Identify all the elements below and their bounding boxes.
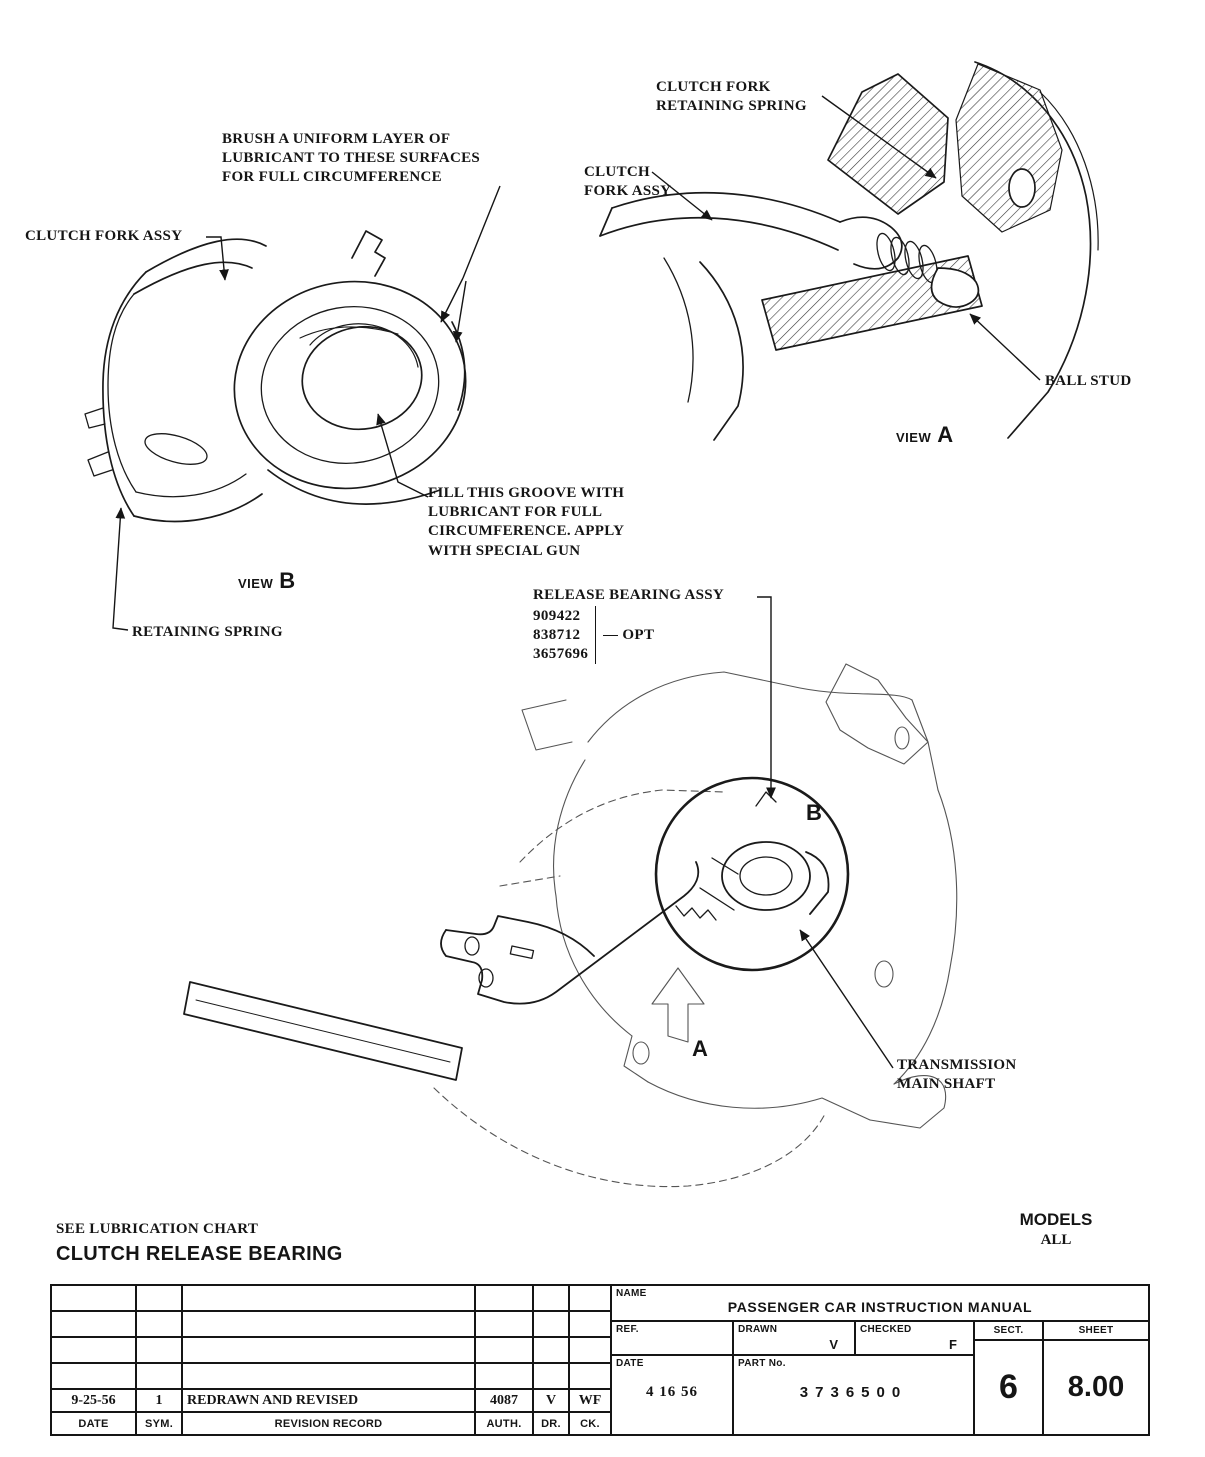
sheet-label: SHEET [1044,1322,1148,1341]
revision-entry-row: 9-25-56 1 REDRAWN AND REVISED 4087 V WF [52,1390,610,1413]
header-auth: AUTH. [476,1413,534,1434]
see-lubrication-chart-note: SEE LUBRICATION CHART [56,1221,259,1237]
detail-marker-a: A [692,1036,708,1061]
view-letter: B [279,568,296,593]
view-a-caption: VIEW A [896,422,953,448]
page-title: CLUTCH RELEASE BEARING [56,1243,343,1265]
fill-groove-note: FILL THIS GROOVE WITH LUBRICANT FOR FULL… [428,485,625,559]
revision-record-table: 9-25-56 1 REDRAWN AND REVISED 4087 V WF … [52,1286,612,1434]
detail-marker-b: B [806,800,822,825]
drawn-cell: DRAWN V [734,1322,856,1354]
view-word: VIEW [896,430,932,445]
checked-label: CHECKED [860,1324,912,1335]
view-letter: A [937,422,954,447]
part-number: 838712 [533,626,581,643]
revision-sym: 1 [137,1390,183,1411]
transmission-case-outline [433,663,958,1188]
sect-value: 6 [999,1368,1018,1406]
models-label: MODELS [1019,1210,1093,1229]
transmission-main-shaft-label: TRANSMISSION MAIN SHAFT [897,1057,1017,1093]
revision-empty-row [52,1338,610,1364]
release-bearing-assy-label: RELEASE BEARING ASSY [533,587,725,603]
revision-empty-row [52,1312,610,1338]
part-number: 909422 [533,607,581,624]
name-label: NAME [616,1288,647,1299]
clutch-fork-and-bearing [183,776,850,1081]
revision-dr: V [534,1390,570,1411]
drawn-value: V [829,1337,838,1352]
revision-empty-row [52,1286,610,1312]
models-value: ALL [1040,1232,1072,1248]
view-b-drawing [84,230,467,523]
opt-dash-line [603,634,619,636]
ref-label: REF. [616,1324,639,1335]
drawn-label: DRAWN [738,1324,778,1335]
part-no-label: PART No. [738,1358,786,1369]
checked-value: F [949,1337,957,1352]
sheet-cell: SHEET 8.00 [1044,1322,1148,1434]
main-view-leaders [757,596,894,1069]
date-value: 4 16 56 [646,1384,698,1400]
header-dr: DR. [534,1413,570,1434]
date-label: DATE [616,1358,644,1369]
release-bearing-part-numbers: 909422 838712 3657696 OPT [533,606,654,664]
section-cell: SECT. 6 [975,1322,1044,1434]
view-b-caption: VIEW B [238,568,295,594]
title-block: 9-25-56 1 REDRAWN AND REVISED 4087 V WF … [50,1284,1150,1436]
checked-cell: CHECKED F [856,1322,973,1354]
revision-header-row: DATE SYM. REVISION RECORD AUTH. DR. CK. [52,1413,610,1434]
sheet-value: 8.00 [1067,1371,1125,1403]
revision-empty-row [52,1364,610,1390]
header-revision-record: REVISION RECORD [183,1413,476,1434]
part-number-cell: PART No. 3736500 [734,1356,973,1434]
sect-label: SECT. [975,1322,1042,1341]
opt-callout: OPT [603,627,654,644]
header-date: DATE [52,1413,137,1434]
brush-lubricant-note: BRUSH A UNIFORM LAYER OF LUBRICANT TO TH… [222,131,481,186]
revision-ck: WF [578,1392,602,1408]
ref-cell: REF. [612,1322,734,1354]
manual-name: PASSENGER CAR INSTRUCTION MANUAL [727,1299,1033,1315]
part-numbers-brace-line [595,606,597,664]
clutch-fork-retaining-spring-label: CLUTCH FORK RETAINING SPRING [656,79,807,115]
clutch-fork-assy-label-view-b: CLUTCH FORK ASSY [25,228,183,244]
view-a-drawing [599,61,1099,441]
retaining-spring-label-view-b: RETAINING SPRING [132,624,283,640]
view-word: VIEW [238,576,274,591]
revision-date: 9-25-56 [52,1390,137,1411]
header-sym: SYM. [137,1413,183,1434]
header-ck: CK. [580,1417,600,1430]
drawing-info-block: NAME PASSENGER CAR INSTRUCTION MANUAL RE… [612,1286,1148,1434]
part-number: 3657696 [533,645,589,662]
name-row: NAME PASSENGER CAR INSTRUCTION MANUAL [612,1286,1148,1322]
revision-record: REDRAWN AND REVISED [183,1390,476,1411]
part-number-list: 909422 838712 3657696 [533,607,588,664]
ball-stud-label: BALL STUD [1045,373,1132,389]
view-a-leaders [651,95,1041,381]
part-no-value: 3736500 [799,1384,908,1401]
date-cell: DATE 4 16 56 [612,1356,734,1434]
clutch-fork-assy-label-view-a: CLUTCH FORK ASSY [584,164,672,200]
revision-auth: 4087 [476,1390,534,1411]
models-block: MODELS ALL [1008,1210,1104,1249]
opt-label: OPT [622,626,655,643]
view-b-leaders [112,185,501,631]
